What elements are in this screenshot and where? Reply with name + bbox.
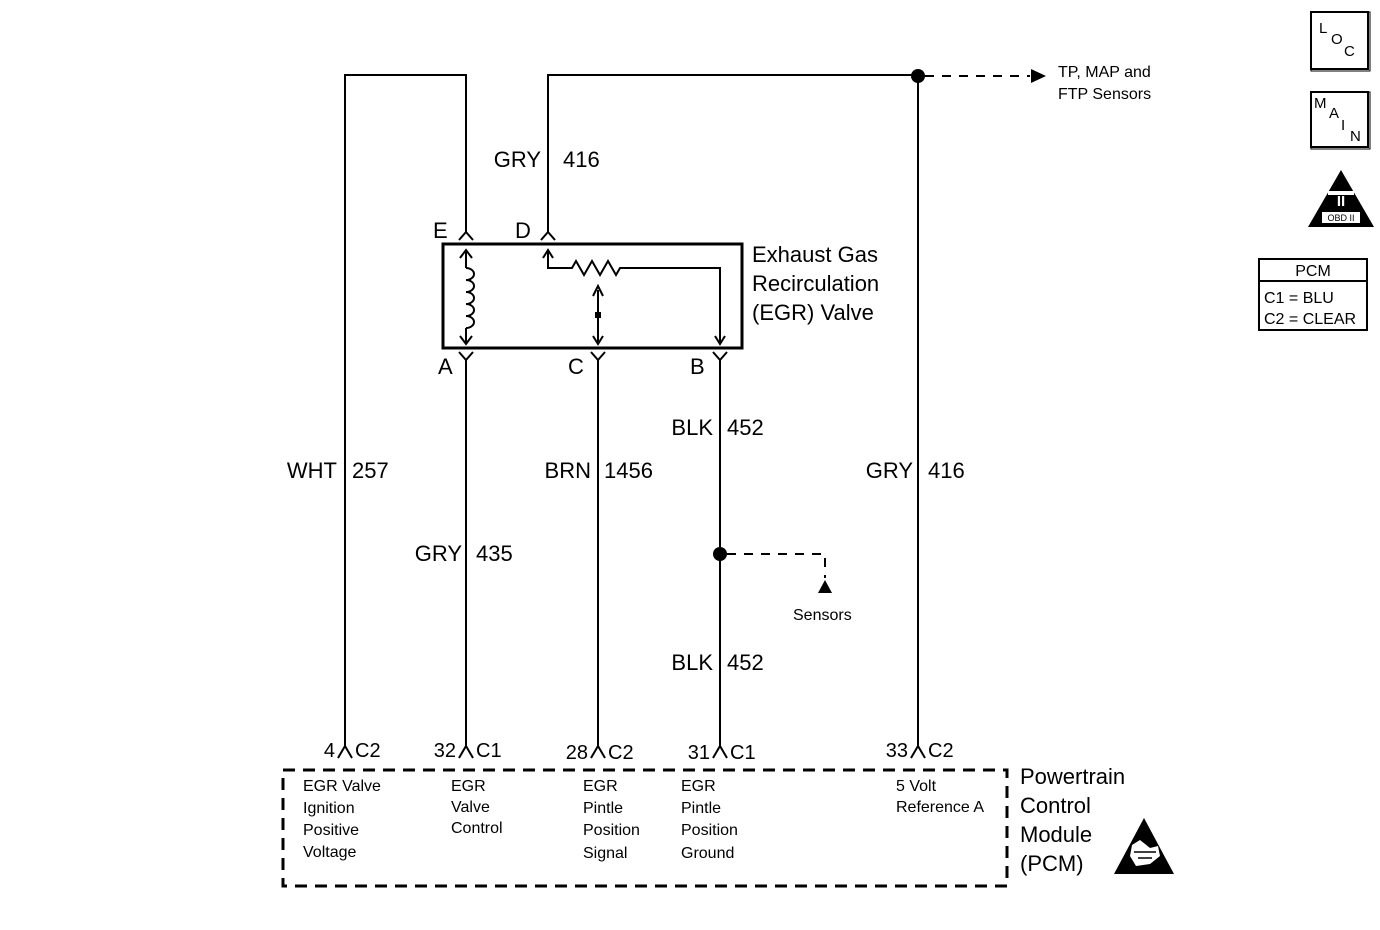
wire-label-color: BLK [671, 415, 713, 440]
pcm-pin-desc: EGR [583, 778, 618, 795]
svg-text:L: L [1319, 20, 1327, 37]
wire-label-circuit: 1456 [604, 458, 653, 483]
wire-label-circuit: 416 [563, 147, 600, 172]
pcm-pin-desc: Position [583, 822, 640, 839]
pin-c-label: C [568, 354, 584, 379]
wire-wht-257 [344, 74, 467, 746]
pcm-pin-connector: C1 [476, 740, 502, 762]
pcm-pin-desc: Valve [451, 799, 490, 816]
egr-valve-box [441, 242, 744, 350]
pcm-pin-desc: Control [451, 820, 503, 837]
svg-text:OBD II: OBD II [1327, 213, 1354, 223]
pcm-legend-row: C1 = BLU [1264, 290, 1334, 307]
wire-label-circuit: 452 [727, 650, 764, 675]
wire-labels: WHT 257 GRY 416 GRY 435 BRN 1456 BLK 452… [287, 147, 965, 675]
main-icon[interactable]: M A I N [1310, 91, 1371, 150]
egr-valve: E D A C B Exhaust Gas Recirculation (EGR… [433, 218, 879, 379]
pcm-legend-header: PCM [1295, 263, 1331, 280]
pcm-pin-desc: Ignition [303, 800, 355, 817]
pcm-pin-labels: 4 C2 32 C1 28 C2 31 C1 33 C2 [324, 740, 954, 764]
coil-icon [459, 248, 475, 346]
resistor-icon [542, 248, 726, 346]
pin-b-label: B [690, 354, 705, 379]
svg-text:I: I [1341, 117, 1345, 134]
svg-text:C: C [1344, 43, 1355, 60]
destination-tp-map-ftp-line2: FTP Sensors [1058, 86, 1151, 103]
pcm-title-line: Control [1020, 793, 1091, 818]
wire-label-color: WHT [287, 458, 337, 483]
egr-valve-title-2: Recirculation [752, 271, 879, 296]
pcm-pin-connector: C1 [730, 742, 756, 764]
pcm-pin-number: 32 [434, 740, 456, 762]
pcm-pin-desc: EGR [451, 778, 486, 795]
wire-label-circuit: 416 [928, 458, 965, 483]
svg-text:M: M [1314, 95, 1327, 112]
pcm-pin-desc: Pintle [583, 800, 623, 817]
pcm-pin-descriptions: EGR Valve Ignition Positive Voltage EGR … [303, 778, 984, 862]
wire-label-circuit: 257 [352, 458, 389, 483]
splice-blk-452 [713, 547, 727, 561]
pcm-pin-desc: 5 Volt [896, 778, 937, 795]
svg-text:A: A [1329, 105, 1339, 122]
pcm-pin-desc: Reference A [896, 799, 984, 816]
connector-symbols [337, 230, 926, 759]
pcm-box [281, 768, 1009, 888]
pcm-pin-desc: Ground [681, 845, 734, 862]
wire-label-color: BRN [545, 458, 591, 483]
pcm-pin-connector: C2 [608, 742, 634, 764]
destination-sensors: Sensors [793, 607, 852, 624]
pcm-pin-desc: Voltage [303, 844, 356, 861]
pcm-pin-number: 4 [324, 740, 335, 762]
egr-valve-title-3: (EGR) Valve [752, 300, 874, 325]
loc-icon[interactable]: L O C [1310, 11, 1371, 72]
wire-label-color: GRY [415, 541, 463, 566]
pcm-pin-desc: Positive [303, 822, 359, 839]
wire-label-color: GRY [494, 147, 542, 172]
pcm-pin-desc: Pintle [681, 800, 721, 817]
pin-e-label: E [433, 218, 448, 243]
branch-tp-map-ftp-arrow [1031, 69, 1046, 83]
wire-label-circuit: 452 [727, 415, 764, 440]
pcm-pin-desc: Signal [583, 845, 627, 862]
splice-gry-416 [911, 69, 925, 83]
pcm-pin-connector: C2 [355, 740, 381, 762]
wire-label-color: BLK [671, 650, 713, 675]
pcm-pin-number: 33 [886, 740, 908, 762]
pcm-title-line: Powertrain [1020, 764, 1125, 789]
branch-sensors [727, 553, 826, 578]
pcm-title-line: (PCM) [1020, 851, 1084, 876]
pin-a-label: A [438, 354, 453, 379]
pcm-legend-row: C2 = CLEAR [1264, 311, 1356, 328]
pcm-connector-legend: PCM C1 = BLU C2 = CLEAR [1258, 258, 1368, 331]
obd-ii-icon[interactable]: II OBD II [1308, 170, 1374, 227]
wire-label-color: GRY [866, 458, 914, 483]
pin-d-label: D [515, 218, 531, 243]
pcm-pin-connector: C2 [928, 740, 954, 762]
pcm-pin-desc: EGR Valve [303, 778, 381, 795]
wiring [344, 69, 1046, 746]
esd-warning-icon [1114, 818, 1174, 874]
svg-text:II: II [1337, 193, 1345, 210]
pcm-pin-number: 31 [688, 742, 710, 764]
pcm-title: Powertrain Control Module (PCM) [1020, 764, 1125, 876]
pcm-pin-desc: EGR [681, 778, 716, 795]
egr-valve-title-1: Exhaust Gas [752, 242, 878, 267]
wire-label-circuit: 435 [476, 541, 513, 566]
branch-sensors-arrow [818, 580, 832, 593]
wire-gry-416 [547, 74, 919, 746]
svg-text:O: O [1331, 31, 1343, 48]
destination-tp-map-ftp-line1: TP, MAP and [1058, 64, 1151, 81]
pcm-pin-number: 28 [566, 742, 588, 764]
svg-text:N: N [1350, 128, 1361, 145]
pcm-pin-desc: Position [681, 822, 738, 839]
pcm-title-line: Module [1020, 822, 1092, 847]
